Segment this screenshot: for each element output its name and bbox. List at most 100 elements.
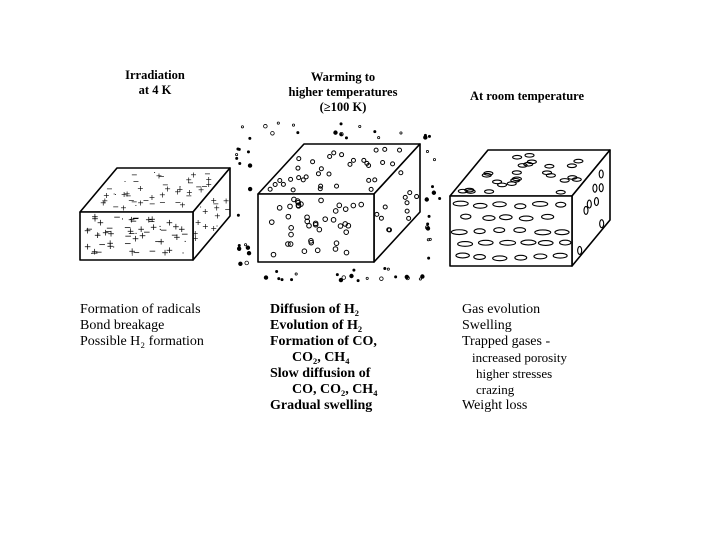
stage2-note: Gradual swelling — [270, 398, 377, 414]
charge-symbol: − — [187, 178, 194, 187]
escaping-gas-dot — [425, 198, 429, 202]
charge-symbol: + — [173, 233, 181, 243]
escaping-gas-dot — [237, 148, 239, 150]
warming-block — [235, 122, 440, 282]
escaping-gas-dot — [292, 124, 294, 126]
charge-symbol: + — [156, 171, 163, 180]
escaping-gas-dot — [384, 267, 386, 269]
room-temperature-block — [450, 150, 610, 266]
charge-symbol: + — [223, 196, 230, 205]
escaping-gas-dot — [426, 227, 430, 231]
charge-symbol: − — [95, 248, 103, 258]
charge-symbol: − — [112, 203, 119, 212]
escaping-gas-dot — [244, 244, 246, 246]
charge-symbol: · — [114, 191, 117, 200]
charge-symbol: − — [143, 228, 151, 238]
escaping-gas-dot — [342, 276, 346, 280]
escaping-gas-dot — [427, 223, 429, 225]
escaping-gas-dot — [290, 279, 292, 281]
charge-symbol: + — [94, 231, 102, 241]
escaping-gas-dot — [431, 185, 433, 187]
charge-symbol: · — [159, 225, 162, 235]
stage2-note: Evolution of H₂ — [270, 318, 377, 334]
charge-symbol: + — [192, 234, 199, 243]
escaping-gas-dot — [247, 251, 251, 255]
charge-symbol: + — [91, 215, 99, 225]
escaping-gas-dot — [247, 151, 249, 153]
charge-symbol: + — [137, 184, 144, 193]
charge-symbol: + — [120, 203, 127, 212]
stage3-note: Swelling — [462, 318, 567, 334]
charge-symbol: − — [131, 170, 138, 179]
charge-symbol: − — [124, 232, 132, 242]
escaping-gas-dot — [395, 276, 397, 278]
charge-symbol: · — [121, 215, 124, 225]
stage1-notes: Formation of radicalsBond breakagePossib… — [80, 302, 204, 350]
charge-symbol: · — [184, 237, 187, 247]
charge-symbol: + — [84, 226, 92, 236]
escaping-gas-dot — [241, 126, 243, 128]
escaping-gas-dot — [439, 197, 441, 199]
escaping-gas-dot — [246, 246, 250, 250]
escaping-gas-dot — [427, 239, 429, 241]
escaping-gas-dot — [238, 244, 240, 246]
escaping-gas-dot — [276, 270, 278, 272]
charge-symbol: − — [159, 198, 166, 207]
stage1-note: Formation of radicals — [80, 302, 204, 318]
charge-symbol: · — [131, 251, 134, 261]
charge-symbol: − — [149, 200, 156, 209]
escaping-gas-dot — [281, 278, 283, 280]
charge-symbol: − — [212, 200, 219, 209]
charge-symbol: − — [224, 205, 231, 214]
stage2-note: Slow diffusion of — [270, 366, 377, 382]
escaping-gas-dot — [380, 277, 384, 281]
escaping-gas-dot — [432, 191, 436, 195]
escaping-gas-dot — [297, 132, 299, 134]
stage3-note: Trapped gases - — [462, 334, 567, 350]
charge-symbol: · — [199, 203, 202, 212]
escaping-gas-dot — [249, 137, 251, 139]
escaping-gas-dot — [428, 215, 430, 217]
escaping-gas-dot — [359, 125, 361, 127]
escaping-gas-dot — [237, 214, 239, 216]
charge-symbol: + — [210, 224, 217, 233]
escaping-gas-dot — [426, 150, 428, 152]
escaping-gas-dot — [378, 137, 380, 139]
stage2-note: CO₂, CH₄ — [270, 350, 377, 366]
escaping-gas-dot — [424, 134, 426, 136]
escaping-gas-dot — [278, 278, 280, 280]
escaping-gas-dot — [366, 277, 368, 279]
escaping-gas-dot — [387, 268, 389, 270]
escaping-gas-dot — [334, 131, 338, 135]
charge-symbol: − — [132, 214, 140, 224]
charge-symbol: · — [112, 243, 115, 253]
escaping-gas-dot — [433, 159, 435, 161]
escaping-gas-dot — [248, 164, 252, 168]
escaping-gas-dot — [400, 132, 402, 134]
charge-symbol: + — [101, 197, 108, 206]
escaping-gas-dot — [374, 130, 376, 132]
charge-symbol: + — [84, 242, 92, 252]
charge-symbol: + — [137, 199, 144, 208]
charge-symbol: + — [145, 215, 153, 225]
charge-symbol: + — [214, 211, 221, 220]
escaping-gas-dot — [428, 135, 430, 137]
charge-symbol: + — [179, 201, 186, 210]
charge-symbol: + — [172, 223, 180, 233]
stage2-note: Formation of CO, — [270, 334, 377, 350]
escaping-gas-dot — [357, 280, 359, 282]
stage3-note: higher stresses — [462, 366, 567, 382]
charge-symbol: − — [185, 192, 192, 201]
charge-symbol: − — [125, 191, 132, 200]
stage1-note: Possible H₂ formation — [80, 334, 204, 350]
escaping-gas-dot — [350, 274, 354, 278]
escaping-gas-dot — [419, 278, 421, 280]
charge-symbol: − — [149, 247, 157, 257]
stage3-note: increased porosity — [462, 350, 567, 366]
charge-symbol: + — [202, 222, 209, 231]
escaping-gas-dot — [277, 122, 279, 124]
charge-symbol: + — [177, 185, 184, 194]
charge-symbol: + — [164, 185, 171, 194]
